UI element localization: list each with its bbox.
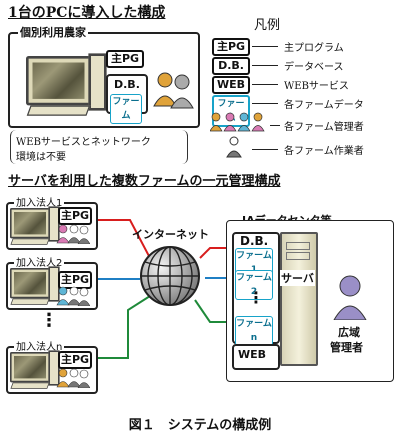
legend-worker-icon — [226, 136, 242, 158]
legend-desc-workers: 各ファーム作業者 — [284, 146, 364, 157]
corpn-users-icon — [56, 368, 90, 388]
admin-label-line2: 管理者 — [330, 341, 363, 354]
server-icon — [280, 232, 318, 366]
db-box: D.B. ファーム — [106, 74, 148, 124]
note-bracket — [10, 130, 188, 164]
section2-title: サーバを利用した複数ファームの一元管理構成 — [8, 174, 281, 189]
center-db-label: D.B. — [240, 234, 269, 248]
globe-icon — [140, 246, 200, 306]
corp1-users-icon — [56, 224, 90, 244]
legend-desc-web: WEBサービス — [284, 81, 349, 92]
legend-main-pg-tag: 主PG — [212, 38, 250, 56]
corp2-users-icon — [56, 286, 90, 306]
admin-label-line1: 広域 — [338, 326, 360, 339]
farm-tag: ファーム — [110, 94, 142, 124]
legend-web-tag: WEB — [212, 76, 250, 94]
corpn-main-pg-tag: 主PG — [58, 351, 92, 369]
legend-desc-main: 主プログラム — [284, 43, 344, 54]
legend-title: 凡例 — [254, 18, 281, 33]
legend-desc-db: データベース — [284, 62, 344, 73]
server-label: サーバ — [280, 270, 315, 286]
admin-icon — [333, 275, 367, 320]
corp1-main-pg-tag: 主PG — [58, 207, 92, 225]
users-icon — [153, 72, 194, 109]
legend-db-tag: D.B. — [212, 57, 250, 75]
legend-managers-icon — [210, 112, 265, 132]
corp1-label: 加入法人1 — [14, 194, 65, 209]
corpn-label: 加入法人n — [14, 338, 65, 353]
corp2-label: 加入法人2 — [14, 254, 65, 269]
legend-farm-tag: ファーム — [212, 95, 250, 127]
internet-label: インターネット — [132, 228, 209, 241]
section1-title: 1台のPCに導入した構成 — [8, 5, 166, 21]
note-line2: 環境は不要 — [16, 152, 66, 163]
main-pg-tag: 主PG — [106, 50, 144, 68]
farm-dots: ⋮ — [248, 288, 264, 307]
note-line1: WEBサービスとネットワーク — [16, 137, 151, 148]
center-web-label: WEB — [238, 348, 267, 361]
web-box — [232, 344, 280, 370]
farmn-tag: ファームn — [235, 316, 273, 346]
corp-dots: ⋮ — [40, 310, 58, 331]
farm2-tag: ファーム2 — [235, 270, 273, 300]
single-farm-box: 個別利用農家 主PG D.B. ファーム — [8, 24, 200, 128]
farm-label: 個別利用農家 — [18, 24, 88, 40]
figure-caption: 図１ システムの構成例 — [128, 418, 272, 433]
legend-desc-farm: 各ファームデータ — [284, 100, 364, 111]
legend-desc-managers: 各ファーム管理者 — [284, 122, 364, 133]
db-label: D.B. — [114, 78, 140, 91]
